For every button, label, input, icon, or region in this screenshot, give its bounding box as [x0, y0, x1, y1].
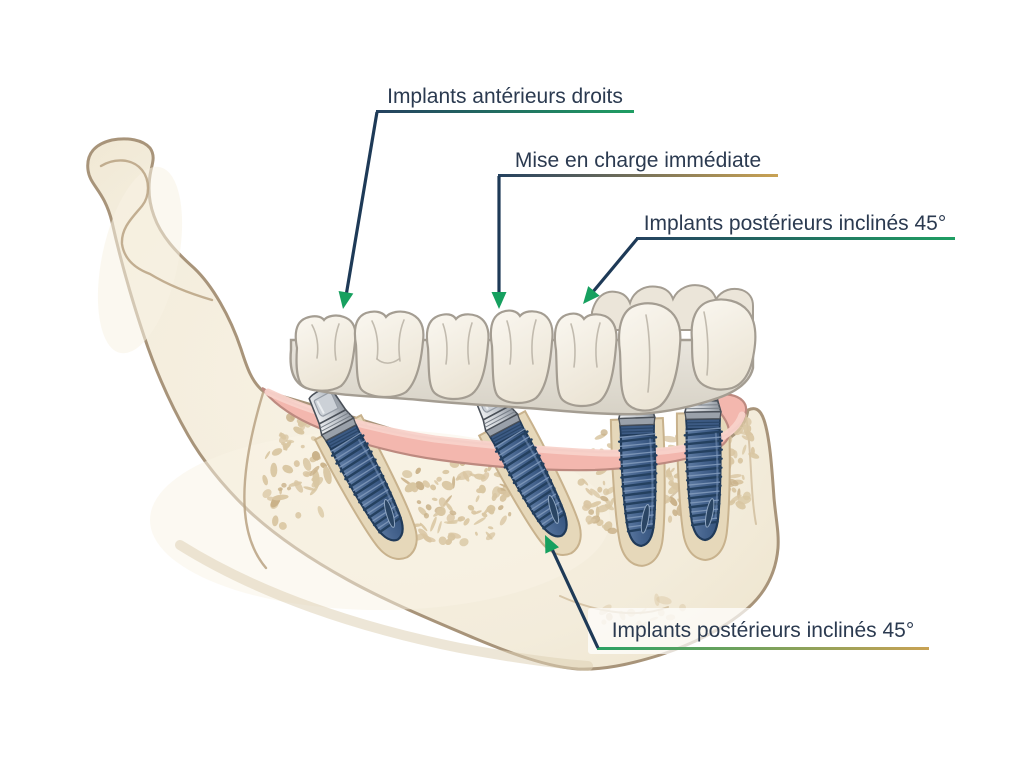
arrowhead-anterior: [338, 290, 354, 309]
oblique-ridge: [243, 391, 268, 570]
underline-anterior: [376, 110, 634, 113]
arrowhead-posterior-bottom: [545, 535, 559, 554]
underline-posterior-top: [636, 237, 955, 240]
arrowhead-loading: [491, 292, 507, 309]
label-backdrop: [588, 608, 940, 654]
annotation-posterior-tilted-bottom: Implants postérieurs inclinés 45°: [611, 619, 915, 642]
annotation-posterior-tilted-top: Implants postérieurs inclinés 45°: [643, 212, 947, 235]
underline-posterior-bottom: [597, 647, 929, 650]
prosthesis-bridge: [289, 284, 757, 416]
arrowhead-posterior-top: [583, 286, 600, 304]
annotation-anterior-straight: Implants antérieurs droits: [387, 85, 623, 108]
ramus-contour: [99, 159, 214, 302]
annotation-immediate-loading: Mise en charge immédiate: [514, 149, 762, 172]
leader-lines: [338, 111, 639, 649]
teeth-row: [294, 298, 757, 412]
underline-loading: [498, 174, 778, 177]
